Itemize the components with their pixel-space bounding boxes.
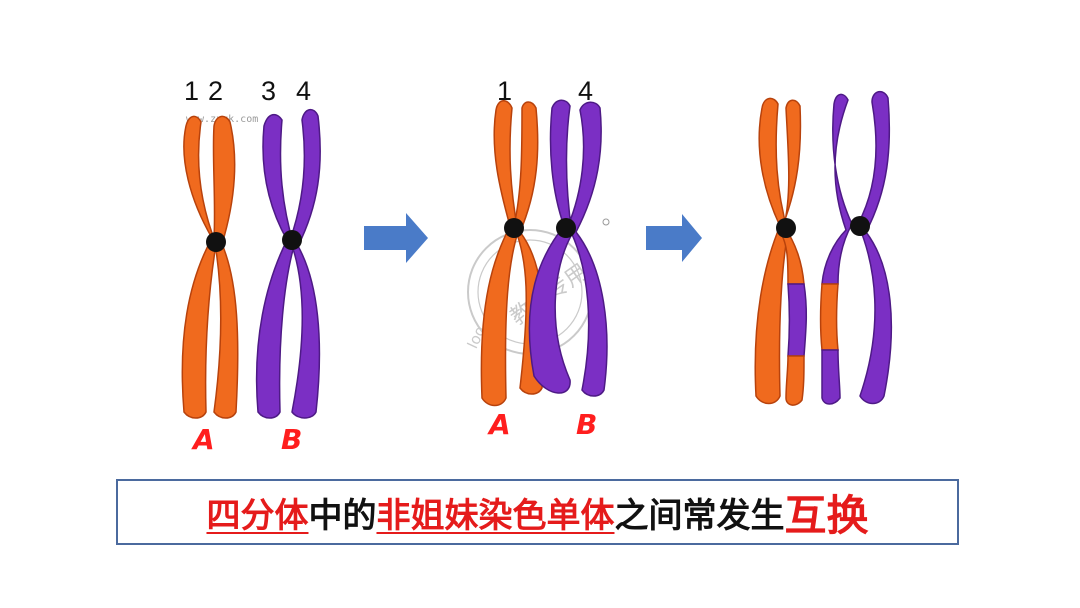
chromatid-3-recombined-segment: [819, 283, 839, 351]
chromatid-2: [212, 115, 239, 419]
arrow-right-icon: [364, 213, 428, 263]
caption-text-2: 之间常发生: [614, 495, 785, 536]
caption-term-tetrad: 四分体: [206, 495, 309, 536]
stage1-chromosomes: www.zxxk.com 1 2 3 4 A B: [181, 76, 321, 456]
stage2-number-1: 1: [497, 76, 512, 106]
chromatid-3-recombined: [821, 93, 853, 285]
stage1-gene-label-a: A: [191, 423, 215, 456]
chromatid-4-recombined: [857, 90, 893, 405]
chromatid-1-recombined: [754, 97, 789, 405]
arrow-right-icon: [646, 214, 702, 262]
stage3-chromosomes: [754, 90, 893, 406]
chromatid-3-recombined-end: [821, 349, 841, 405]
stage1-centromere-a: [206, 232, 226, 252]
stage2-centromere-a: [504, 218, 524, 238]
stage2-gene-label-a: A: [487, 408, 511, 441]
stage1-number-2: 2: [208, 76, 223, 106]
caption-text-1: 中的: [308, 495, 377, 536]
stage1-centromere-b: [282, 230, 302, 250]
chromatid-3: [255, 113, 295, 419]
chromatid-1: [181, 115, 217, 419]
stage2-gene-label-b: B: [576, 408, 597, 441]
stage1-number-3: 3: [261, 76, 276, 106]
stage1-number-1: 1: [184, 76, 199, 106]
caption-term-exchange: 互换: [784, 490, 869, 540]
stage2-centromere-b: [556, 218, 576, 238]
chromatid-2-recombined: [779, 99, 805, 285]
stage2-number-4: 4: [578, 76, 593, 106]
chromatid-1-crossed: [480, 100, 519, 407]
caption-term-nonsister-chromatids: 非姐妹染色单体: [376, 495, 615, 536]
stage2-chromosomes: 教师专用 Ioo 1 4 A B: [463, 76, 610, 441]
chromatid-2-recombined-end: [785, 355, 805, 406]
stage3-centromere-b: [850, 216, 870, 236]
caption-box: 四分体中的非姐妹染色单体之间常发生互换: [116, 479, 959, 545]
chromatid-4: [289, 108, 321, 419]
stage1-number-4: 4: [296, 76, 311, 106]
stage3-centromere-a: [776, 218, 796, 238]
stage1-gene-label-b: B: [281, 423, 302, 456]
chromatid-2-recombined-segment: [787, 283, 808, 357]
stage2-dot: [602, 218, 610, 226]
